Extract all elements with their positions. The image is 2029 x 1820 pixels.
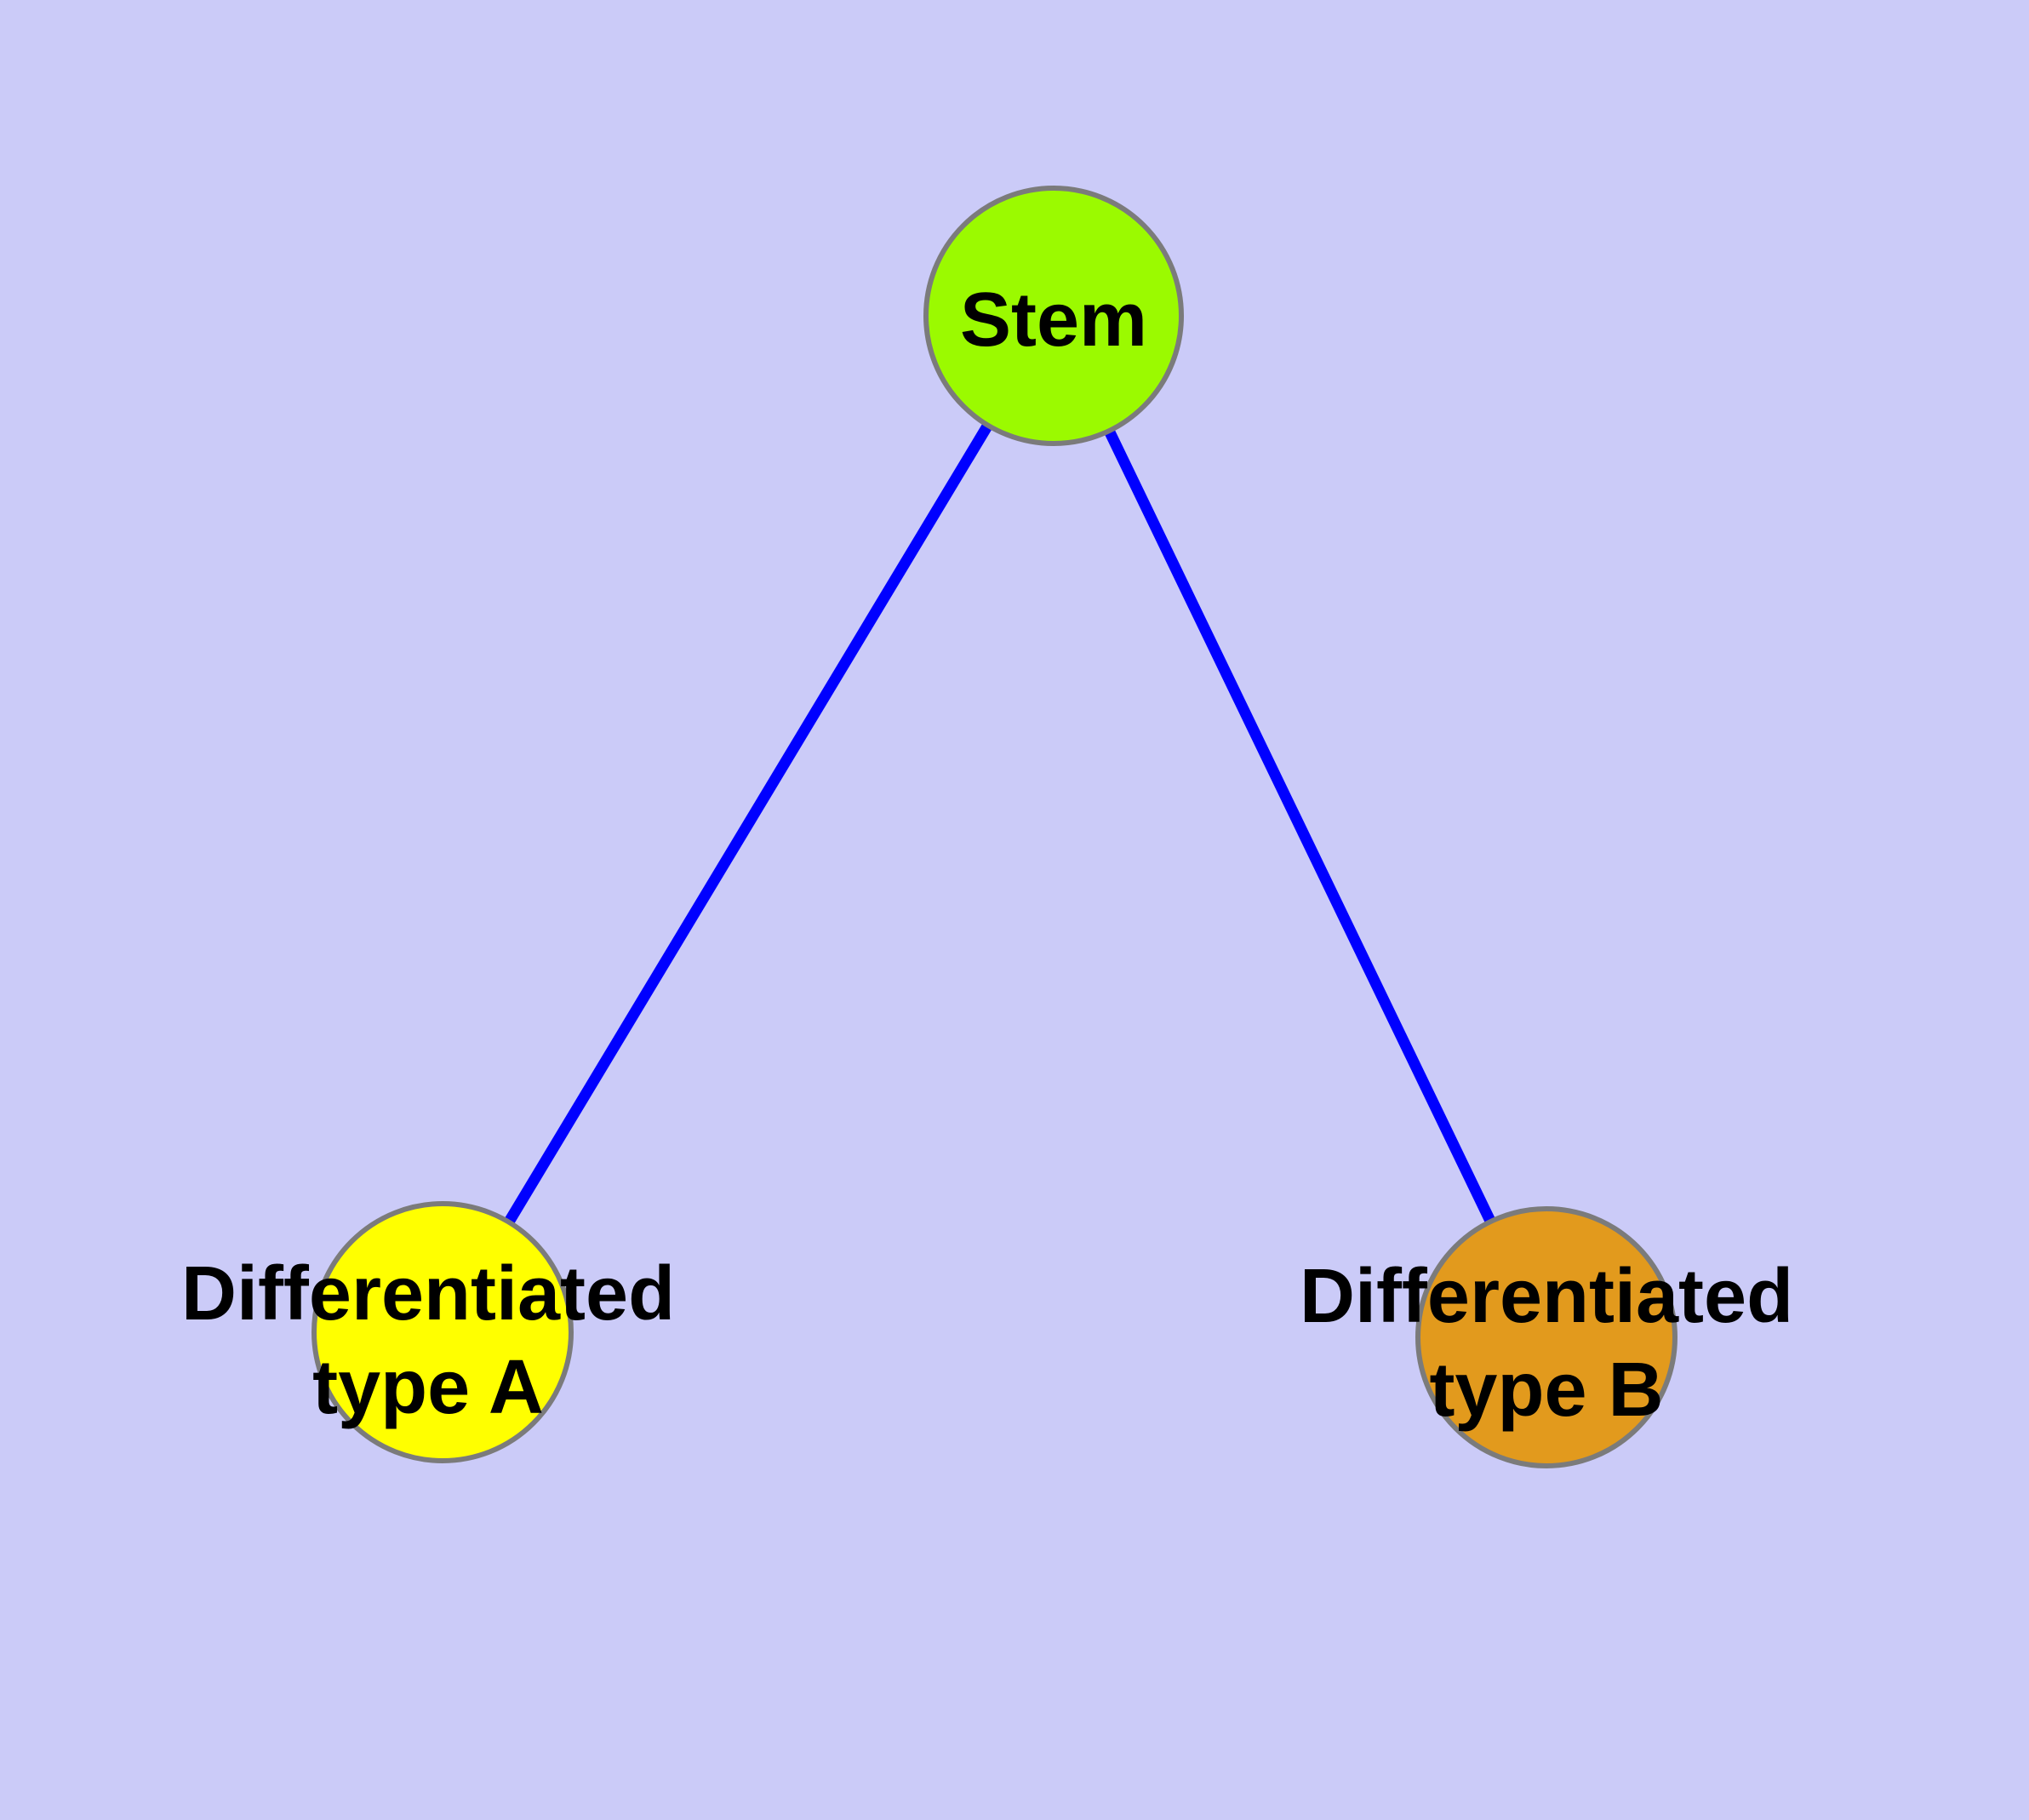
node-stem[interactable]	[923, 186, 1184, 446]
edge-stem-to-type-b	[1049, 313, 1552, 1340]
node-label-differentiated-type-b-line1: Differentiated	[1299, 1254, 1794, 1339]
node-label-differentiated-type-a: Differentiated type A	[181, 1247, 675, 1434]
node-label-differentiated-type-a-line1: Differentiated	[180, 1251, 676, 1336]
node-differentiated-type-b[interactable]	[1415, 1206, 1677, 1468]
node-differentiated-type-a[interactable]	[311, 1201, 574, 1463]
node-label-differentiated-type-b-line2: type B	[1429, 1348, 1664, 1433]
node-label-differentiated-type-a-line2: type A	[312, 1345, 544, 1430]
node-label-differentiated-type-b: Differentiated type B	[1300, 1250, 1793, 1437]
edge-stem-to-type-a	[437, 312, 1059, 1336]
node-label-stem: Stem	[959, 278, 1148, 363]
